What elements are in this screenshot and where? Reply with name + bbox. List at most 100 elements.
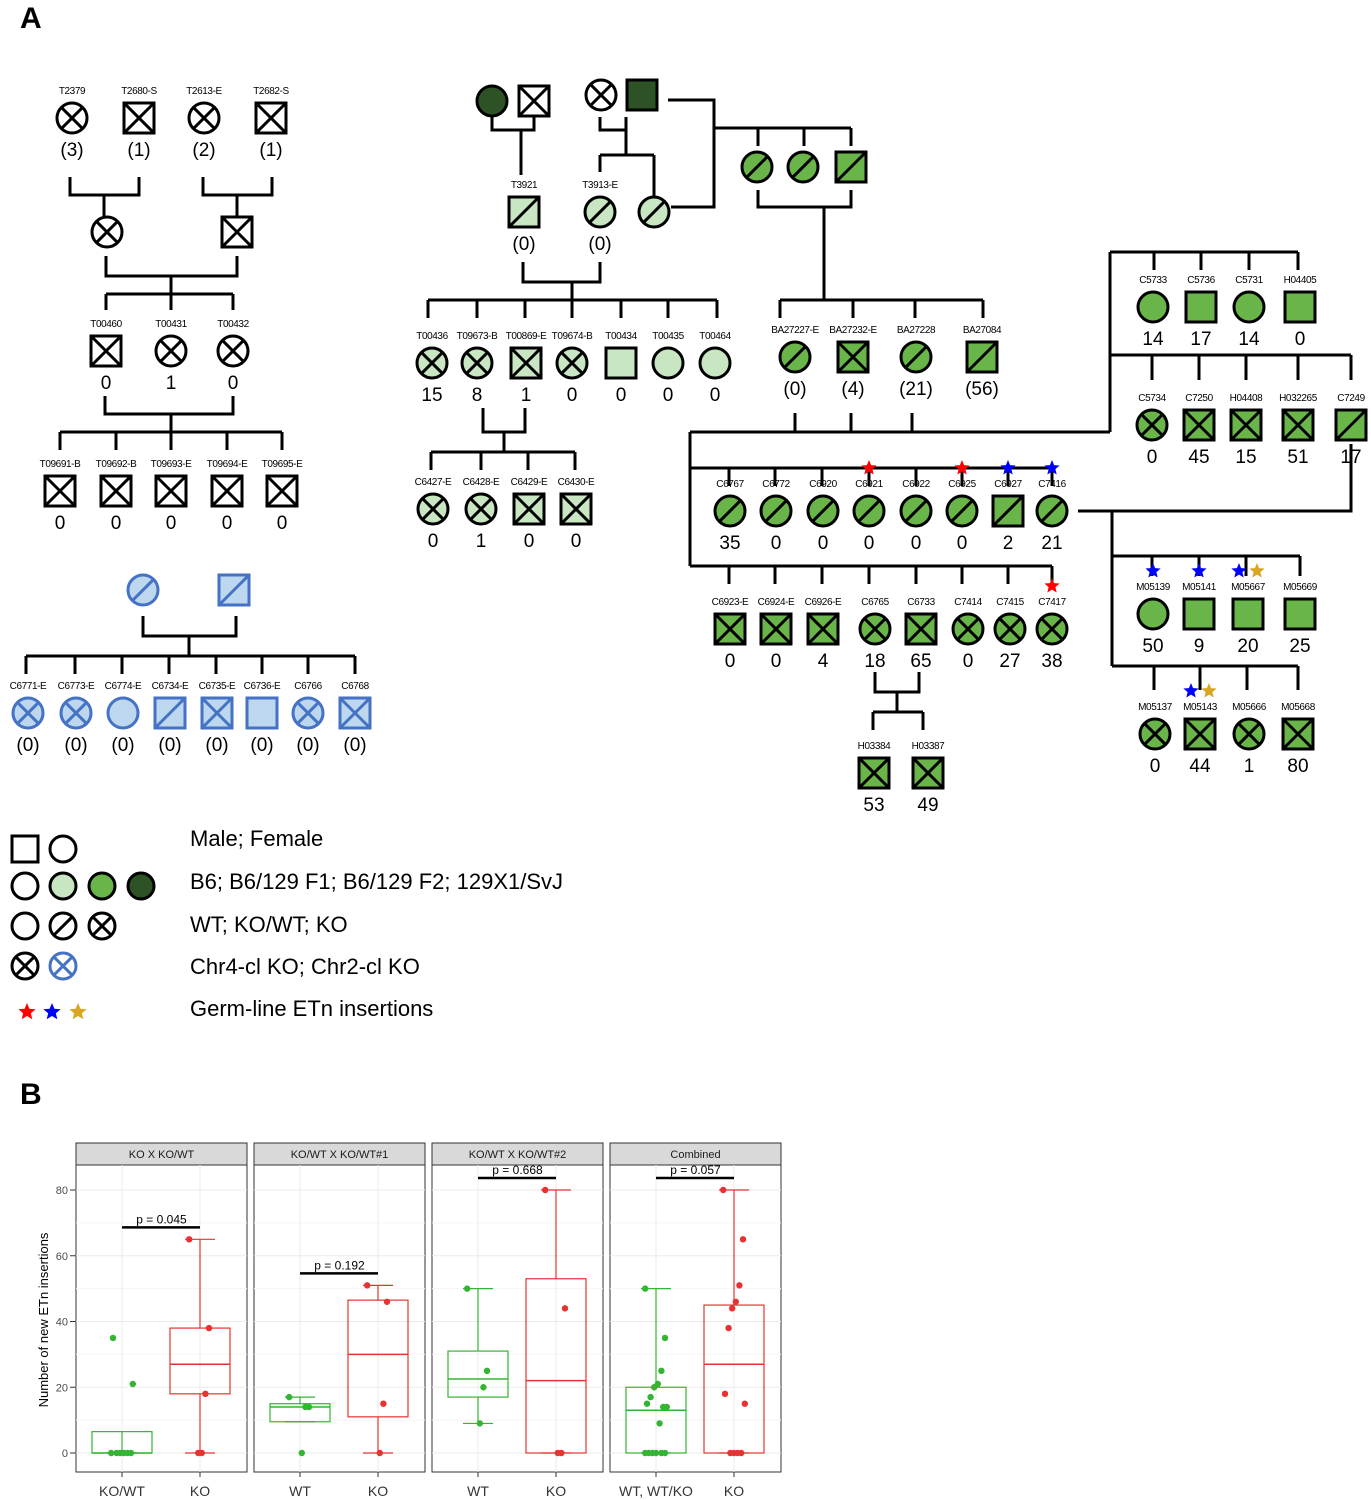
diagonal-mark bbox=[1334, 408, 1368, 442]
y-tick-label: 40 bbox=[56, 1317, 68, 1329]
box bbox=[347, 1299, 409, 1418]
insertion-count: 15 bbox=[421, 385, 442, 406]
panel-a-label: A bbox=[20, 2, 42, 35]
pedigree-individual: T2613-E(2) bbox=[186, 86, 223, 161]
boxplot-chart: Number of new ETn insertions 020406080KO… bbox=[36, 1142, 782, 1499]
insertion-count: 17 bbox=[1190, 329, 1211, 350]
insertion-count: 0 bbox=[55, 513, 66, 534]
square-symbol bbox=[625, 78, 659, 112]
individual-id: H04408 bbox=[1230, 393, 1263, 404]
individual-id: C6427-E bbox=[415, 477, 452, 488]
box-wt bbox=[447, 1285, 509, 1427]
x-tick-label: WT bbox=[289, 1483, 311, 1499]
individual-id: H03387 bbox=[912, 741, 945, 752]
cross-mark bbox=[420, 351, 444, 375]
pedigree-individual: C6427-E0 bbox=[415, 477, 453, 552]
pedigree-individual: T09692-B0 bbox=[96, 459, 138, 534]
insertion-count: (1) bbox=[259, 140, 282, 161]
individual-id: T09692-B bbox=[96, 459, 137, 470]
cross-mark bbox=[296, 701, 320, 725]
individual-id: T00432 bbox=[217, 319, 249, 330]
square-symbol bbox=[1184, 290, 1218, 324]
insertion-count: 9 bbox=[1194, 636, 1205, 657]
cross-mark bbox=[1143, 722, 1167, 746]
diagonal-mark bbox=[791, 155, 815, 179]
individual-id: C6733 bbox=[907, 597, 935, 608]
individual-id: C7249 bbox=[1337, 393, 1365, 404]
individual-id: T2613-E bbox=[186, 86, 222, 97]
diagonal-mark bbox=[950, 499, 974, 523]
pedigree-individual: BA27228(21) bbox=[897, 325, 937, 400]
diagonal-mark bbox=[217, 573, 251, 607]
cross-mark bbox=[465, 351, 489, 375]
insertion-count: 0 bbox=[228, 373, 239, 394]
individual-id: C7250 bbox=[1185, 393, 1213, 404]
blue-star-icon bbox=[1231, 563, 1247, 578]
individual-id: C7414 bbox=[954, 597, 982, 608]
square-symbol bbox=[1283, 597, 1317, 631]
data-point bbox=[643, 1400, 651, 1407]
square-symbol bbox=[1283, 290, 1317, 324]
pedigree-individual: H03387 49 bbox=[911, 741, 946, 816]
individual-id: T2379 bbox=[59, 86, 86, 97]
circle-symbol bbox=[48, 871, 78, 901]
blue-star-icon bbox=[1000, 460, 1016, 475]
box-wt bbox=[625, 1285, 687, 1457]
pedigree-individual: C6771-E(0) bbox=[10, 681, 48, 756]
cross-mark bbox=[1040, 617, 1064, 641]
blue-star-icon bbox=[43, 1003, 61, 1020]
insertion-count: 0 bbox=[963, 651, 974, 672]
insertion-count: 8 bbox=[472, 385, 483, 406]
legend-insertions-text: Germ-line ETn insertions bbox=[190, 996, 433, 1021]
insertion-count: 0 bbox=[957, 533, 968, 554]
cross-mark bbox=[713, 612, 747, 646]
pedigree-individual: T09691-B0 bbox=[40, 459, 82, 534]
data-point bbox=[729, 1305, 736, 1312]
cross-mark bbox=[1140, 413, 1164, 437]
data-point bbox=[380, 1400, 387, 1407]
data-point bbox=[364, 1282, 371, 1289]
y-tick-label: 80 bbox=[56, 1185, 68, 1197]
cross-mark bbox=[904, 612, 938, 646]
data-point bbox=[725, 1324, 732, 1332]
pedigree-individual: C6429-E0 bbox=[511, 477, 549, 552]
cross-mark bbox=[154, 474, 188, 508]
cross-mark bbox=[122, 101, 156, 135]
insertion-count: 18 bbox=[864, 651, 885, 672]
cross-mark bbox=[560, 351, 584, 375]
x-tick-label: KO bbox=[368, 1483, 388, 1499]
red-star-icon bbox=[861, 460, 877, 475]
cross-mark bbox=[210, 474, 244, 508]
cross-mark bbox=[911, 756, 945, 790]
individual-id: C6771-E bbox=[10, 681, 47, 692]
individual-id: M05139 bbox=[1136, 582, 1171, 593]
data-point bbox=[205, 1324, 213, 1332]
x-tick-label: KO bbox=[190, 1483, 210, 1499]
pedigree-individual: C6926-E4 bbox=[805, 597, 843, 672]
data-point bbox=[660, 1403, 667, 1411]
insertion-count: (0) bbox=[296, 735, 319, 756]
diagonal-mark bbox=[153, 696, 187, 730]
square-symbol bbox=[10, 834, 40, 864]
insertion-count: 49 bbox=[917, 795, 938, 816]
data-point bbox=[658, 1367, 665, 1375]
pedigree-individual: C6736-E(0) bbox=[244, 681, 282, 756]
p-value: p = 0.057 bbox=[670, 1163, 721, 1177]
insertion-count: 51 bbox=[1287, 447, 1308, 468]
facet-plot-area bbox=[253, 1164, 426, 1473]
cross-mark bbox=[806, 612, 840, 646]
pedigree-individual: T09695-E0 bbox=[262, 459, 304, 534]
insertion-count: (0) bbox=[158, 735, 181, 756]
legend-strain-text: B6; B6/129 F1; B6/129 F2; 129X1/SvJ bbox=[190, 869, 563, 894]
individual-id: C6924-E bbox=[758, 597, 795, 608]
insertion-count: (0) bbox=[588, 234, 611, 255]
